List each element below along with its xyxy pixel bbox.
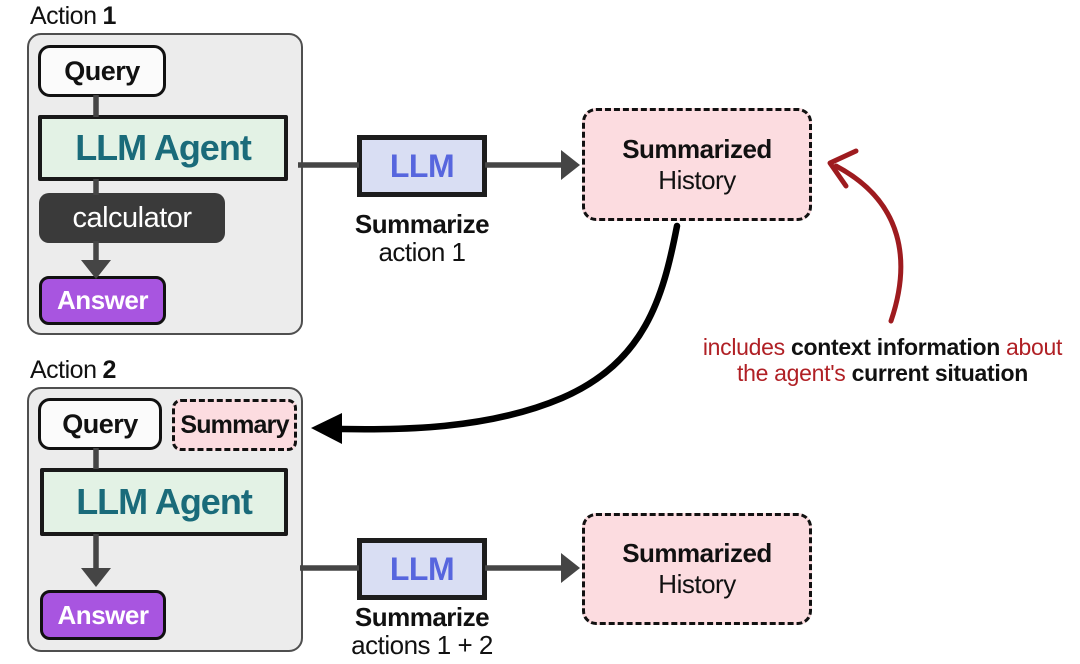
action2-answer-label: Answer xyxy=(57,599,149,630)
action2-query-label: Query xyxy=(62,408,138,439)
action1-answer-label: Answer xyxy=(57,285,148,315)
action1-calculator-node: calculator xyxy=(39,193,225,243)
action2-title-word: Action xyxy=(30,356,97,384)
summarize2-caption-rest: actions 1 + 2 xyxy=(351,630,493,660)
annotation-text: includes context information about the a… xyxy=(690,334,1075,386)
summarize2-caption: Summarize actions 1 + 2 xyxy=(312,603,532,659)
action2-title-number: 2 xyxy=(102,356,116,384)
arrowhead-llm1-to-history1 xyxy=(561,150,580,180)
action2-llm-agent-label: LLM Agent xyxy=(76,481,253,522)
action2-summary-label: Summary xyxy=(180,410,289,439)
summarize1-caption: Summarize action 1 xyxy=(312,210,532,266)
summarized-history1-line2: History xyxy=(658,164,736,195)
action1-title-word: Action xyxy=(30,2,97,30)
summarized-history2-line1: Summarized xyxy=(622,538,772,568)
summarize2-caption-bold: Summarize xyxy=(354,602,490,632)
action1-llm-agent-node: LLM Agent xyxy=(38,115,288,181)
action1-calculator-label: calculator xyxy=(72,201,192,234)
red-annotation-arrow-line xyxy=(833,163,904,324)
action1-query-label: Query xyxy=(64,55,140,86)
action1-query-node: Query xyxy=(38,45,166,97)
summarize1-llm-node: LLM xyxy=(357,135,487,197)
annotation-line1: includes context information about xyxy=(702,334,1063,360)
action2-llm-agent-node: LLM Agent xyxy=(40,468,288,536)
summarize2-llm-node: LLM xyxy=(357,538,487,600)
summarized-history1-line1: Summarized xyxy=(622,133,772,164)
summarized-history1-node: Summarized History xyxy=(582,108,812,221)
summarized-history2-line2: History xyxy=(658,569,736,599)
action1-answer-node: Answer xyxy=(39,276,166,325)
action1-title-number: 1 xyxy=(102,2,116,30)
arrowhead-history1-to-summary xyxy=(311,413,342,444)
action2-summary-node: Summary xyxy=(172,399,297,451)
summarize2-llm-label: LLM xyxy=(389,550,455,587)
summarize1-caption-bold: Summarize xyxy=(354,209,490,239)
arrowhead-llm2-to-history2 xyxy=(561,553,580,583)
annotation-line2: the agent's current situation xyxy=(737,360,1028,386)
action2-answer-node: Answer xyxy=(40,590,166,640)
summarize1-caption-rest: action 1 xyxy=(378,237,466,267)
summarized-history2-node: Summarized History xyxy=(582,513,812,625)
action1-llm-agent-label: LLM Agent xyxy=(75,127,252,168)
summarize1-llm-label: LLM xyxy=(389,147,455,184)
red-annotation-arrowhead xyxy=(827,148,859,189)
action2-query-node: Query xyxy=(38,398,162,450)
